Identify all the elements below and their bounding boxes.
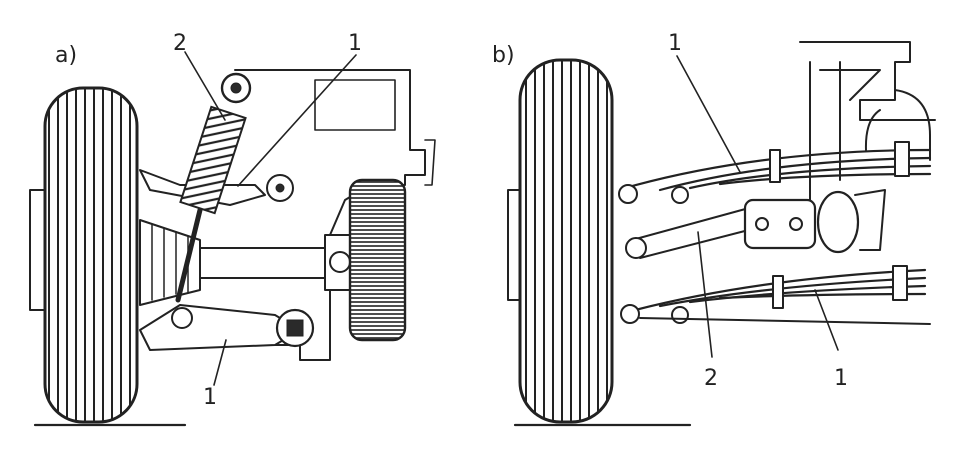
leader-a-1-top bbox=[237, 54, 357, 187]
shock-b-lower-eye bbox=[625, 237, 647, 259]
callout-b-1-bottom: 1 bbox=[834, 366, 848, 391]
panel-b-label: b) bbox=[492, 43, 515, 68]
lower-bushing-bolt bbox=[286, 319, 304, 337]
axle-bracket bbox=[854, 189, 886, 251]
leader-b-2 bbox=[697, 231, 713, 358]
callout-a-1-bottom: 1 bbox=[203, 385, 217, 410]
lower-ball-joint bbox=[171, 307, 193, 329]
diff-flange bbox=[329, 251, 351, 273]
panel-a: a) bbox=[29, 31, 436, 427]
wheel-a bbox=[29, 86, 139, 424]
wheel-b bbox=[507, 58, 614, 424]
drive-shaft bbox=[199, 247, 331, 279]
callout-b-1-top: 1 bbox=[668, 31, 682, 56]
callout-a-2: 2 bbox=[173, 31, 187, 56]
upper-pivot-bolt bbox=[275, 183, 285, 193]
panel-b: b) bbox=[492, 31, 936, 427]
callout-a-1-top: 1 bbox=[348, 31, 362, 56]
leader-b-1-top bbox=[676, 55, 741, 173]
cv-boot bbox=[139, 219, 201, 306]
leader-a-2 bbox=[184, 51, 226, 121]
axle-bolt-1 bbox=[755, 217, 769, 231]
lower-leaf-spring bbox=[620, 265, 931, 325]
frame-b bbox=[799, 41, 936, 241]
axle-flange bbox=[816, 190, 860, 254]
leader-a-1-bottom bbox=[213, 339, 227, 386]
callout-b-2: 2 bbox=[704, 366, 718, 391]
shock-absorber bbox=[175, 72, 252, 303]
frame-panel bbox=[314, 79, 396, 131]
axle-bolt-2 bbox=[789, 217, 803, 231]
panel-a-label: a) bbox=[55, 43, 77, 68]
brake-disc bbox=[348, 178, 407, 342]
leader-b-1-bottom bbox=[814, 289, 839, 351]
cv-boot-ribs bbox=[151, 223, 189, 301]
frame-b-curve bbox=[864, 89, 931, 161]
frame-bracket bbox=[424, 139, 436, 186]
axle-housing bbox=[743, 198, 817, 250]
upper-leaf-spring bbox=[618, 141, 932, 204]
